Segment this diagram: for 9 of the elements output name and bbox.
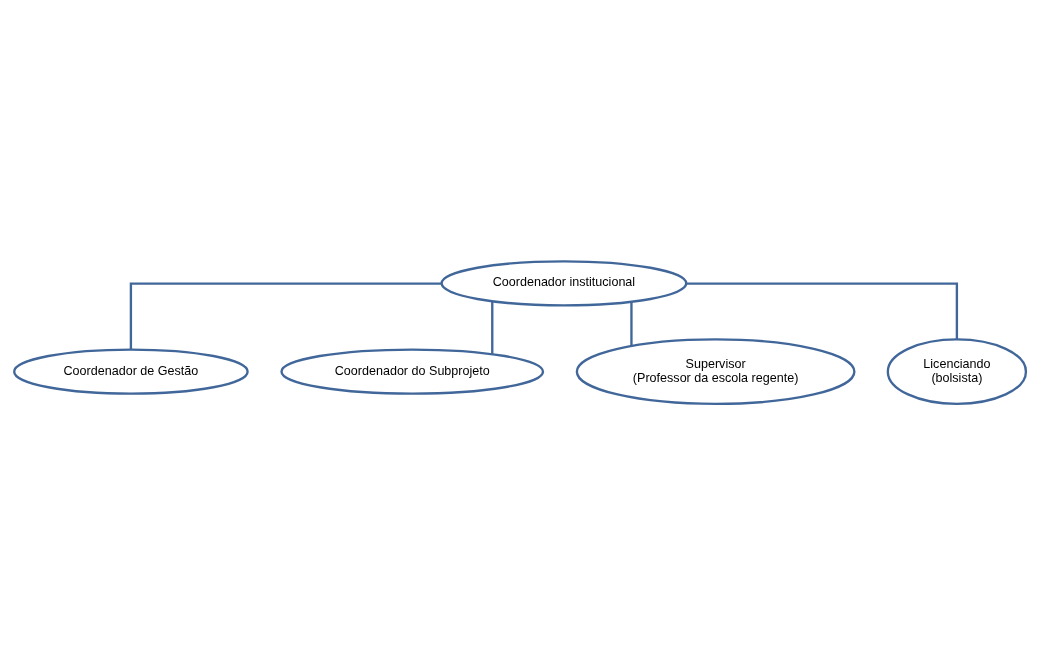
connector (686, 281, 959, 339)
node-ellipse: Coordenador institucional (440, 259, 688, 307)
node-ellipse: Licenciando (bolsista) (886, 337, 1028, 405)
node-ellipse: Coordenador do Subprojeto (280, 347, 545, 395)
connector (630, 301, 633, 346)
node-ellipse: Coordenador de Gestão (13, 347, 249, 395)
node-ellipse: Supervisor (Professor da escola regente) (575, 337, 856, 405)
connector (129, 281, 442, 349)
connector (491, 300, 494, 354)
